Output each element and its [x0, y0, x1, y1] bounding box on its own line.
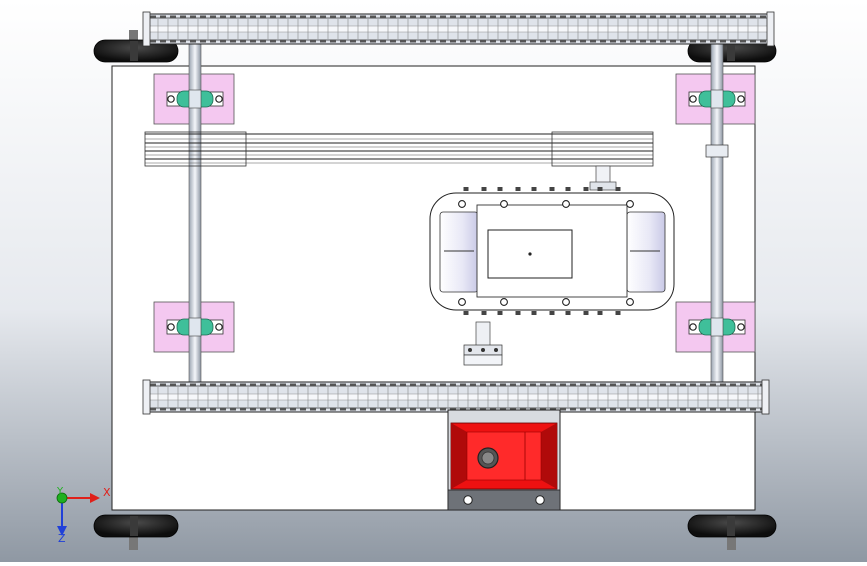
axis-z-label: Z	[58, 532, 66, 545]
wheel-bottom-right	[687, 514, 777, 550]
chain-conveyor-top	[142, 11, 775, 47]
shaft-coupling	[705, 144, 729, 158]
chain-conveyor-bottom	[142, 379, 770, 415]
gearbox	[429, 187, 675, 315]
wheel-top-left	[93, 30, 179, 63]
drive-motor	[447, 409, 561, 511]
pillow-block-bearing	[166, 89, 224, 109]
axis-triad[interactable]: X Y Z	[56, 486, 111, 545]
pillow-block-bearing	[688, 317, 746, 337]
pillow-block-bearing	[166, 317, 224, 337]
belt-pulley-band	[144, 131, 654, 167]
axis-y-label: Y	[56, 486, 64, 497]
pillow-block-bearing	[688, 89, 746, 109]
wheel-bottom-left	[93, 514, 179, 550]
axis-x-label: X	[103, 486, 111, 499]
gearbox-flange-lower	[463, 321, 503, 366]
